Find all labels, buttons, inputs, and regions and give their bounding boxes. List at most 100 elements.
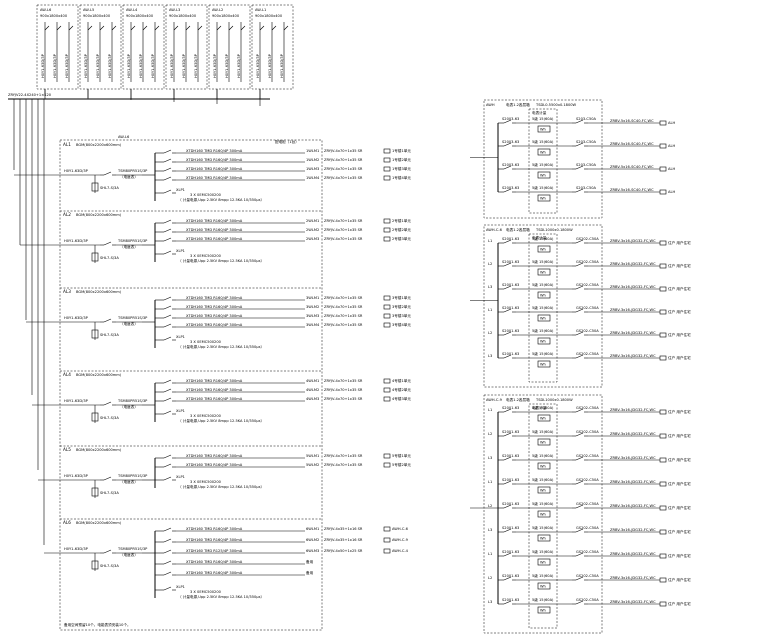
- phase-label: L3: [488, 528, 492, 532]
- feeder-breaker: XTDH160 TMD R160/4P 300mA: [186, 454, 243, 458]
- panel-name: AW-L1: [255, 8, 266, 12]
- main-box-label: AW-L6: [118, 135, 130, 139]
- contact: [163, 379, 172, 384]
- cabinet-size: BGM(800x2200x600mm): [76, 290, 122, 294]
- kwh-meter: [537, 360, 551, 368]
- feeder-breaker-symbol: [160, 527, 176, 532]
- cable-spec: ZRYJV-4x50+1x25 SR: [324, 549, 363, 553]
- contact: [163, 250, 172, 255]
- contact: [575, 552, 584, 557]
- contact: [503, 576, 512, 581]
- output-breaker-symbol: [572, 188, 588, 193]
- meter-rating: 5级 15(60A): [532, 139, 554, 144]
- phase-label: L2: [488, 504, 492, 508]
- output-breaker-symbol: [572, 142, 588, 147]
- destination: 住户 用户住宅: [668, 263, 691, 268]
- main-breaker-symbol: [100, 241, 116, 246]
- panel-size: 900x1800x400: [212, 14, 240, 18]
- input-breaker: S2001-63: [502, 550, 519, 554]
- destination-box: [383, 526, 391, 532]
- cabinet-size: BGM(800x2200x600mm): [76, 373, 122, 377]
- meter-rating: 5级 15(60A): [532, 116, 554, 121]
- destination: 1号楼3单元: [392, 166, 411, 171]
- section-label: AL2: [63, 212, 71, 217]
- main-breaker: H0Y1-63D/3P: [64, 547, 89, 551]
- contact: [575, 262, 584, 267]
- destination-box: [659, 481, 667, 487]
- feeder-breaker-symbol: [160, 379, 176, 384]
- main-breaker: H0Y1-63D/3P: [64, 474, 89, 478]
- contact: [503, 456, 512, 461]
- meter-rating: 5级 15(60A): [532, 501, 554, 506]
- feeder-breaker: XTDH160 TMD R160/4P 300mA: [186, 314, 243, 318]
- xlp-label: XLP1: [176, 475, 185, 479]
- feeder-breaker-symbol: [160, 149, 176, 154]
- meter-box-title: AWH: [486, 103, 495, 107]
- destination-box: [659, 286, 667, 292]
- contact: [503, 308, 512, 313]
- feeder-breaker: XTDH160 TMD R160/4P 300mA: [186, 219, 243, 223]
- meter-sub: 电表计量: [532, 110, 547, 115]
- cabinet-size: BGM(800x2200x600mm): [76, 143, 122, 147]
- destination: 5号楼1单元: [392, 453, 411, 458]
- spd-label: SHL7-S/3A: [100, 416, 119, 420]
- output-breaker: GS202-C50A: [576, 478, 599, 482]
- cap-label: 3 X 0EMC500200: [190, 340, 222, 344]
- output-breaker-symbol: [572, 456, 588, 461]
- destination: 住户 用户住宅: [668, 332, 691, 337]
- feeder-breaker-symbol: [160, 454, 176, 459]
- meter-box-frame: [483, 394, 603, 634]
- meter-box-frame: [483, 99, 603, 219]
- meter-subframe: [528, 108, 558, 214]
- meter-label: TSM80PR51S/3P: [117, 239, 148, 243]
- cable-spec: ZRYJV-4x70+1x35 SR: [324, 388, 363, 392]
- meter-box-spec: TSDL1000x0.1800W: [535, 398, 573, 402]
- feeder-breaker: XTDH160 TMD R160/4P 300mA: [186, 305, 243, 309]
- destination-box: [383, 175, 391, 181]
- kwh-label: Wh: [540, 465, 546, 469]
- spd: [91, 560, 99, 570]
- input-breaker: S2003-63: [502, 186, 519, 190]
- cap-label: 3 X 0EMC500200: [190, 480, 222, 484]
- switch: [197, 25, 203, 31]
- meter-spec: （ 计量电源,Upp 2.5KV 8mpp 12.5KA 10/350μs）: [178, 258, 264, 263]
- input-breaker-symbol: [500, 504, 516, 509]
- circuit-id: 5WLM1: [306, 454, 319, 458]
- cable-spec: ZRBV-3x16-JDG32-FC,WC: [610, 528, 656, 532]
- feeder-breaker-symbol: [160, 549, 176, 554]
- contact: [163, 305, 172, 310]
- input-breaker: S2001-63: [502, 574, 519, 578]
- feeder-breaker: XTDH160 TMD R160/4P 300mA: [186, 560, 243, 564]
- breaker-label: H0Y1-63D/3P: [170, 53, 174, 78]
- circuit-id: 3WLM3: [306, 314, 319, 318]
- phase-label: L2: [488, 331, 492, 335]
- cable-spec: ZRYJV-4x70+1x35 SR: [324, 296, 363, 300]
- destination-box: [383, 148, 391, 154]
- feeder-breaker-symbol: [160, 314, 176, 319]
- main-breaker: H0Y1-63D/3P: [64, 169, 89, 173]
- circuit-id: 2WLM3: [306, 237, 319, 241]
- contact: [575, 142, 584, 147]
- cap-label: 3 X 0EMC500200: [190, 590, 222, 594]
- meter-sub: （电度表）: [120, 244, 138, 249]
- output-breaker-symbol: [572, 262, 588, 267]
- meter-spec: （ 计量电源,Upp 2.5KV 8mpp 12.5KA 10/350μs）: [178, 197, 264, 202]
- spd-breaker-symbol: [160, 189, 176, 194]
- switch: [130, 25, 136, 31]
- feeder-breaker: XTDH160 TMD R160/4P 300mA: [186, 167, 243, 171]
- destination: 住户 用户住宅: [668, 409, 691, 414]
- destination-box: [659, 309, 667, 315]
- output-breaker: GS202-C50A: [576, 550, 599, 554]
- meter-sub: （电度表）: [120, 479, 138, 484]
- breaker-label: H0Y1-63D/3P: [96, 53, 100, 78]
- spd-label: SHL7-S/3A: [100, 256, 119, 260]
- meter-spec: （ 计量电源,Upp 2.5KV 8mpp 12.5KA 10/350μs）: [178, 418, 264, 423]
- panel-frame: [79, 4, 122, 90]
- contact: [503, 188, 512, 193]
- contact: [163, 454, 172, 459]
- destination: 2号楼3单元: [392, 236, 411, 241]
- cable-spec: ZRBV-5x16-SC40-FC,WC: [610, 142, 654, 146]
- contact: [103, 401, 112, 406]
